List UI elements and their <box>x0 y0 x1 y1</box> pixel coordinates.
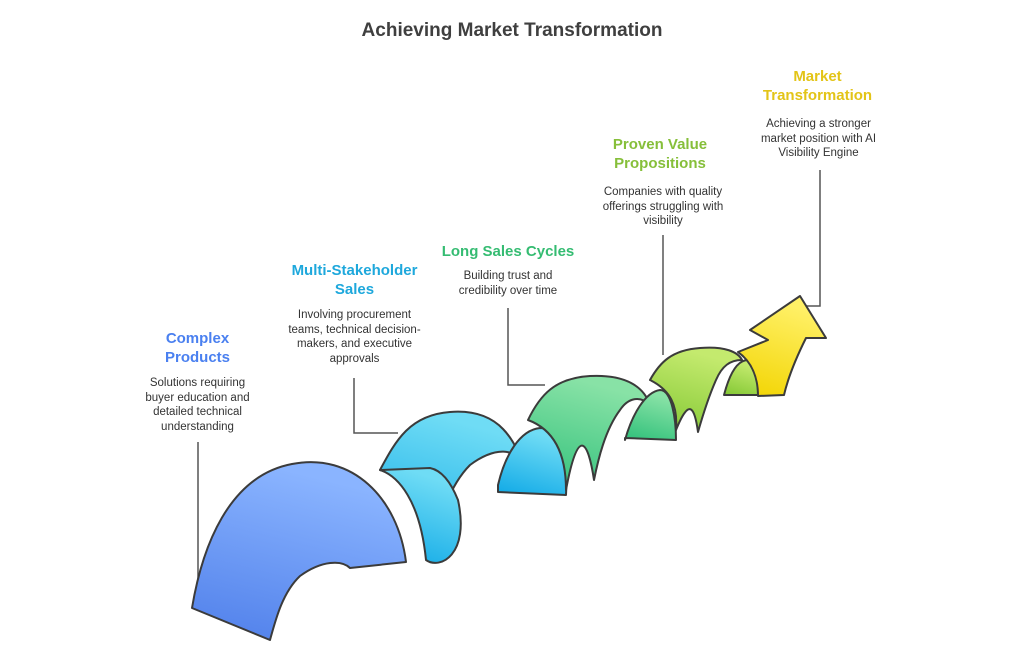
ribbon-blue <box>191 461 407 641</box>
ribbon-green <box>527 374 651 491</box>
ribbon-lime <box>649 346 743 433</box>
stage-desc-complex-products: Solutions requiring buyer education and … <box>145 377 250 433</box>
diagram-title: Achieving Market Transformation <box>361 20 663 41</box>
leader-line-market-transformation <box>800 170 821 307</box>
ribbon-yellow-arrow <box>737 295 827 397</box>
leader-line-multi-stakeholder <box>353 378 398 434</box>
stage-title-long-sales-cycles: Long Sales Cycles <box>441 243 575 260</box>
stage-desc-long-sales-cycles: Building trust and credibility over time <box>458 270 558 297</box>
stage-title-market-transformation: Market Transformation <box>762 68 873 104</box>
stage-desc-proven-value: Companies with quality offerings struggl… <box>602 186 724 227</box>
leader-line-long-sales-cycles <box>507 308 545 386</box>
stage-title-complex-products: Complex Products <box>164 330 230 366</box>
stage-title-proven-value: Proven Value Propositions <box>612 136 708 172</box>
stage-desc-market-transformation: Achieving a stronger market position wit… <box>760 118 877 159</box>
stage-desc-multi-stakeholder: Involving procurement teams, technical d… <box>288 309 421 365</box>
stage-title-multi-stakeholder: Multi-Stakeholder Sales <box>291 262 418 298</box>
